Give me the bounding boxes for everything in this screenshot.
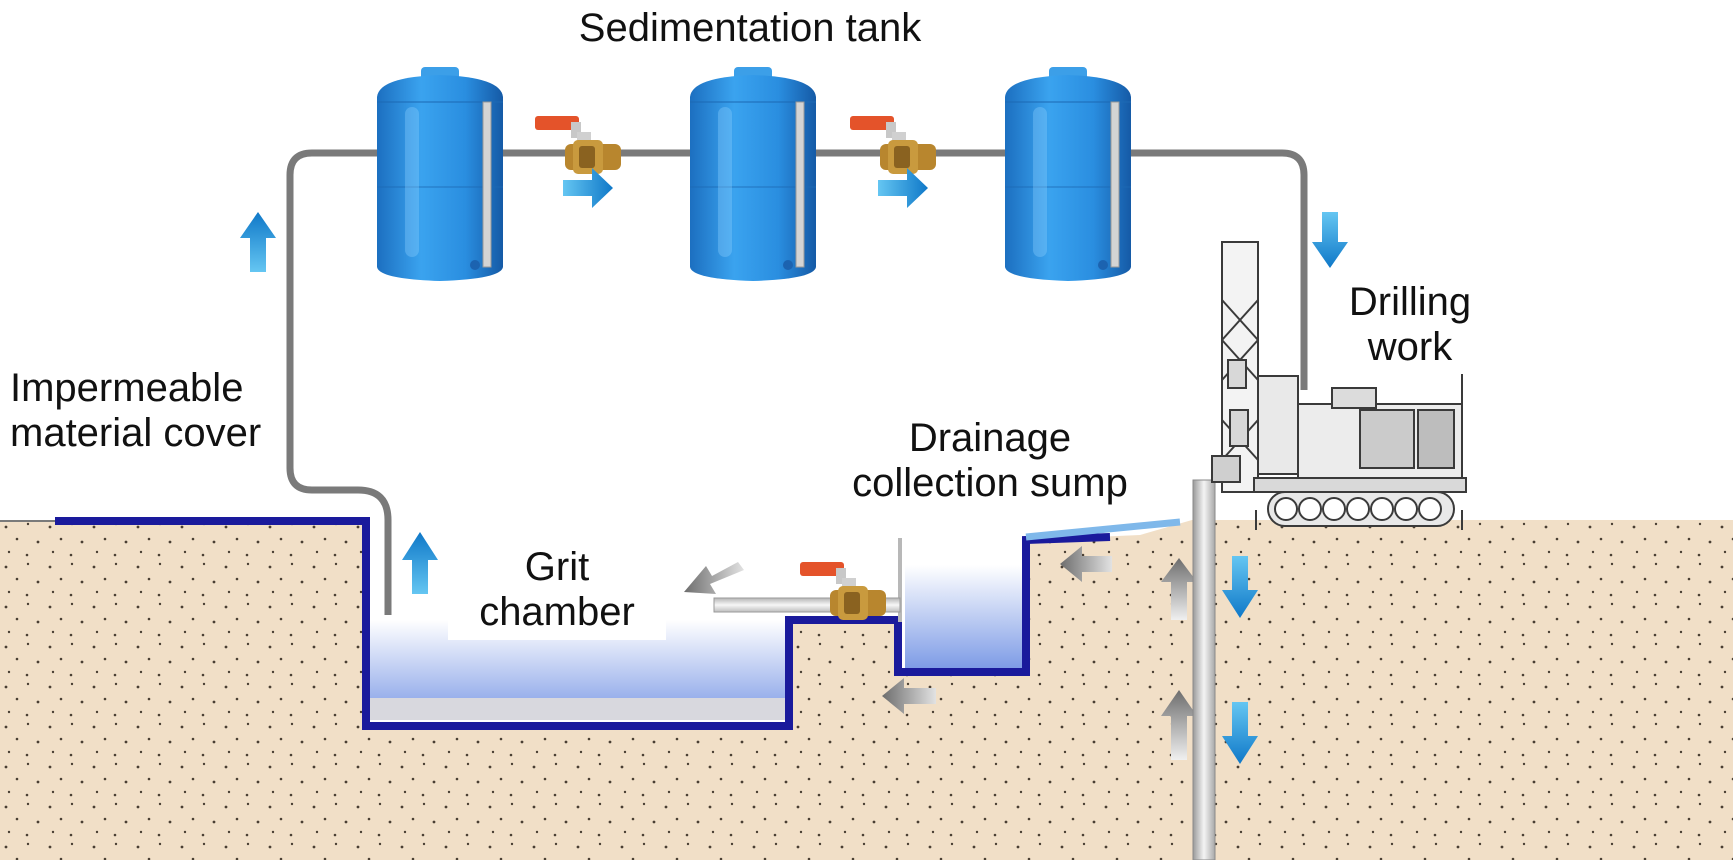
flow-arrow-up-icon: [240, 212, 276, 272]
flow-arrow-down-icon: [1312, 212, 1348, 268]
flow-arrow-down-icon: [1222, 702, 1258, 764]
drilling-work-label-line1: Drilling: [1348, 280, 1472, 324]
flow-arrow-right-icon: [563, 168, 613, 208]
impermeable-liner: [55, 517, 1111, 730]
flow-arrow-left-icon: [684, 562, 744, 594]
drill-pipe: [1192, 479, 1216, 860]
drilling-work-label-line2: work: [1367, 325, 1453, 369]
soil-ground: [0, 520, 1733, 860]
flow-arrow-up-icon: [402, 532, 438, 594]
sedimentation-tank-label: Sedimentation tank: [578, 6, 922, 50]
sedimentation-tank-icon: [376, 67, 504, 282]
impermeable-cover-label-line2: material cover: [10, 411, 262, 455]
grit-chamber-label-line2: chamber: [479, 590, 635, 634]
flow-arrow-up-icon: [1161, 690, 1197, 760]
flow-arrow-right-icon: [878, 168, 928, 208]
grit-chamber-label-line1: Grit: [524, 545, 590, 589]
flow-arrow-left-icon: [882, 678, 936, 714]
sedimentation-tank-icon: [1004, 67, 1132, 282]
flow-arrow-down-icon: [1222, 556, 1258, 618]
sedimentation-tank-icon: [689, 67, 817, 282]
flow-arrow-left-icon: [1060, 546, 1112, 582]
impermeable-cover-label-line1: Impermeable: [10, 366, 244, 410]
recirculation-pipe: [286, 149, 1308, 615]
drilling-rig-icon: [1211, 241, 1467, 530]
drainage-sump-label-line1: Drainage: [908, 416, 1072, 460]
flow-arrow-up-icon: [1161, 558, 1197, 620]
ball-valve-icon: [535, 116, 621, 174]
ball-valve-icon: [850, 116, 936, 174]
drainage-sump-label-line2: collection sump: [852, 461, 1128, 505]
sump-water: [905, 565, 1023, 669]
